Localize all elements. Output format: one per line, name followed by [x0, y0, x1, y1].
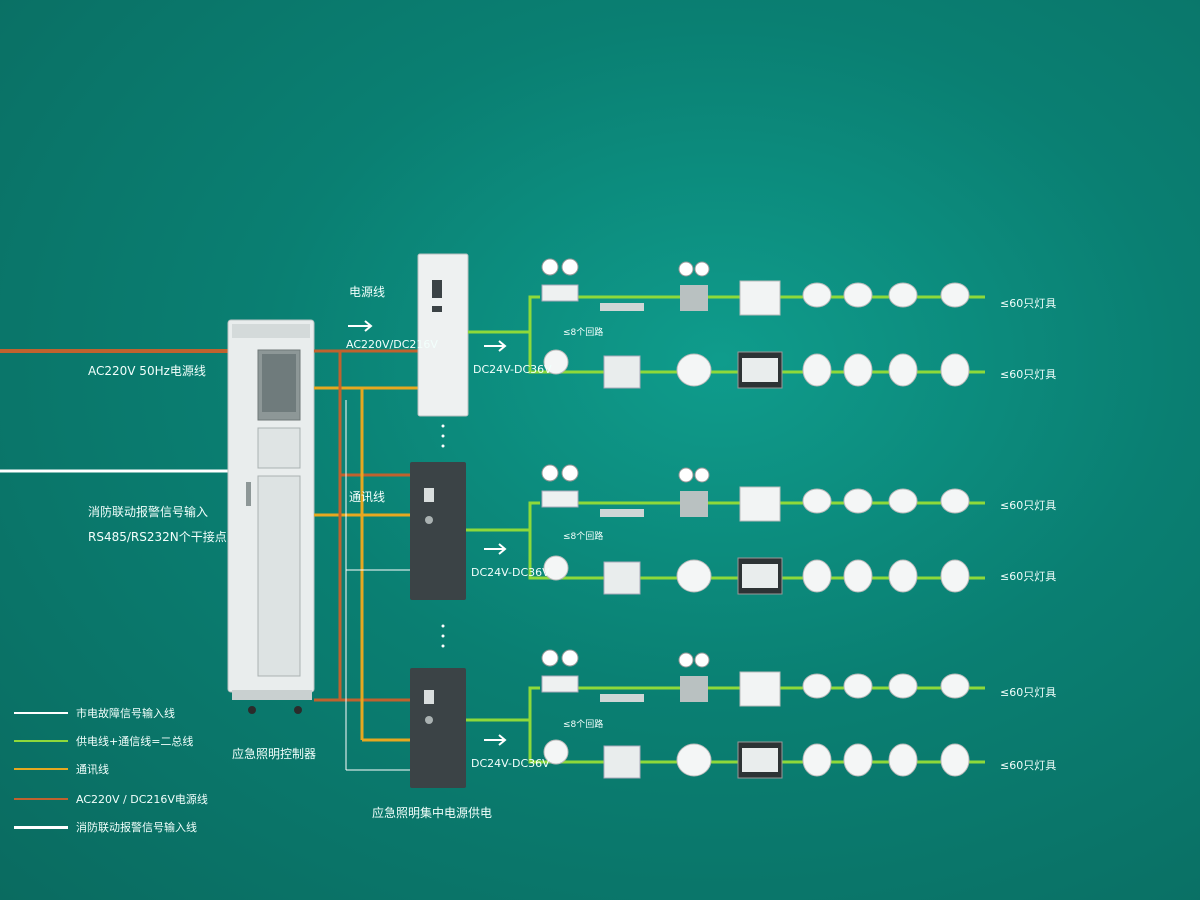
device-rows [541, 258, 985, 779]
legend-item: 消防联动报警信号输入线 [14, 819, 197, 835]
twin-spot-light-icon [678, 652, 710, 702]
downlight-icon [543, 739, 569, 765]
wall-light-icon [940, 743, 970, 777]
device-row [543, 739, 985, 779]
power-supply-white [417, 253, 469, 417]
exit-sign-small-icon [603, 745, 641, 779]
panel-light-icon [739, 486, 781, 522]
exit-sign-icon [737, 741, 783, 779]
twin-spot-light-icon [678, 261, 710, 311]
loops-label-3: ≤8个回路 [563, 720, 604, 730]
tube-light-icon [600, 694, 644, 702]
wall-light-icon [888, 559, 918, 593]
comm-line-label: 通讯线 [349, 490, 386, 504]
row-end-label-4: ≤60只灯具 [1000, 570, 1057, 583]
tube-light-icon [600, 303, 644, 311]
power-line-label: 电源线 [349, 285, 386, 299]
dome-light-icon [676, 353, 712, 387]
wall-light-icon [843, 743, 873, 777]
ceiling-light-icon [843, 282, 873, 308]
ceiling-light-icon [843, 488, 873, 514]
legend-label: 供电线+通信线=二总线 [76, 735, 194, 748]
row-end-label-3: ≤60只灯具 [1000, 499, 1057, 512]
fire-input-label-1: 消防联动报警信号输入 [88, 505, 209, 519]
controller-cabinet [227, 319, 315, 714]
ceiling-light-icon [888, 282, 918, 308]
loops-label-1: ≤8个回路 [563, 328, 604, 338]
dome-light-icon [676, 743, 712, 777]
wall-light-icon [802, 743, 832, 777]
ceiling-light-icon [802, 673, 832, 699]
exit-sign-icon [737, 351, 783, 389]
downlight-icon [543, 349, 569, 375]
dc-output-label-1: DC24V-DC36V [473, 363, 552, 376]
wall-light-icon [888, 353, 918, 387]
device-row [541, 649, 985, 707]
power-supply-dark-2 [410, 668, 466, 788]
device-row [541, 464, 985, 522]
legend-label: 通讯线 [76, 763, 109, 776]
twin-head-emergency-light-icon [541, 258, 579, 302]
wall-light-icon [888, 743, 918, 777]
ceiling-light-icon [940, 673, 970, 699]
twin-spot-light-icon [678, 467, 710, 517]
arrows [348, 320, 507, 746]
legend-swatch [14, 712, 68, 714]
ceiling-light-icon [843, 673, 873, 699]
twin-head-emergency-light-icon [541, 464, 579, 508]
bus-lines [466, 295, 545, 764]
row-end-label-5: ≤60只灯具 [1000, 686, 1057, 699]
legend-item: 供电线+通信线=二总线 [14, 733, 193, 749]
row-end-label-1: ≤60只灯具 [1000, 297, 1057, 310]
wall-light-icon [802, 559, 832, 593]
ceiling-light-icon [802, 488, 832, 514]
device-row [543, 555, 985, 595]
exit-sign-small-icon [603, 561, 641, 595]
ceiling-light-icon [888, 488, 918, 514]
ceiling-light-icon [940, 282, 970, 308]
legend-swatch [14, 740, 68, 742]
dc-output-label-2: DC24V-DC36V [471, 566, 550, 579]
downlight-icon [543, 555, 569, 581]
legend-item: AC220V / DC216V电源线 [14, 791, 208, 807]
panel-light-icon [739, 671, 781, 707]
ceiling-light-icon [802, 282, 832, 308]
exit-sign-icon [737, 557, 783, 595]
legend-label: AC220V / DC216V电源线 [76, 793, 208, 806]
tube-light-icon [600, 509, 644, 517]
exit-sign-small-icon [603, 355, 641, 389]
wall-light-icon [940, 353, 970, 387]
ceiling-light-icon [940, 488, 970, 514]
controller-label: 应急照明控制器 [232, 747, 317, 761]
power-supply-label: 应急照明集中电源供电 [372, 806, 493, 820]
legend-swatch [14, 825, 68, 829]
legend-label: 市电故障信号输入线 [76, 707, 175, 720]
wall-light-icon [843, 559, 873, 593]
ceiling-light-icon [888, 673, 918, 699]
panel-light-icon [739, 280, 781, 316]
wall-light-icon [940, 559, 970, 593]
loops-label-2: ≤8个回路 [563, 532, 604, 542]
fire-input-label-2: RS485/RS232N个干接点 [88, 530, 227, 544]
legend-item: 市电故障信号输入线 [14, 705, 175, 721]
wall-light-icon [802, 353, 832, 387]
row-end-label-2: ≤60只灯具 [1000, 368, 1057, 381]
legend-swatch [14, 768, 68, 770]
device-row [543, 349, 985, 389]
twin-head-emergency-light-icon [541, 649, 579, 693]
wall-light-icon [843, 353, 873, 387]
legend-swatch [14, 798, 68, 800]
legend-item: 通讯线 [14, 761, 109, 777]
power-supply-dark-1 [410, 462, 466, 600]
dome-light-icon [676, 559, 712, 593]
dc-output-label-3: DC24V-DC36V [471, 757, 550, 770]
power-voltage-label: AC220V/DC216V [346, 338, 438, 351]
mains-input-label: AC220V 50Hz电源线 [88, 364, 206, 378]
legend-label: 消防联动报警信号输入线 [76, 821, 197, 834]
row-end-label-6: ≤60只灯具 [1000, 759, 1057, 772]
device-row [541, 258, 985, 316]
